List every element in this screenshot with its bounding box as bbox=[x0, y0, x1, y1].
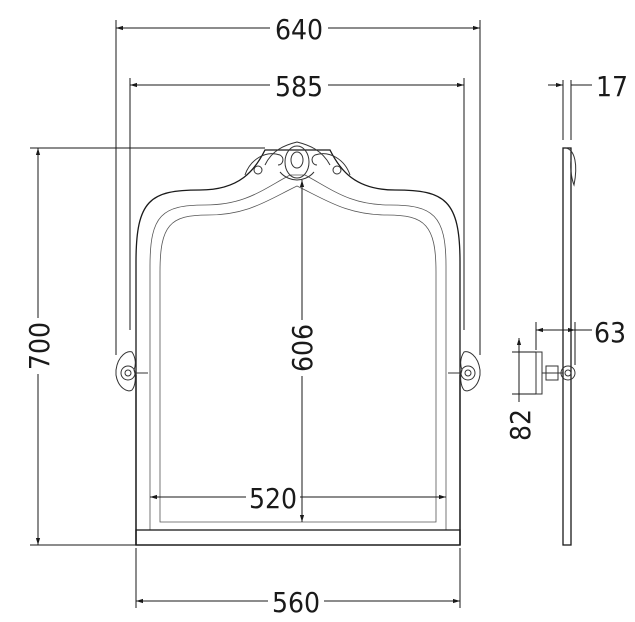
bracket-right-icon bbox=[448, 351, 481, 392]
mirror-frame-outer bbox=[135, 149, 461, 546]
dim-glass-width: 520 bbox=[249, 482, 297, 515]
dim-overall-height: 700 bbox=[23, 322, 56, 370]
dim-inner-width: 585 bbox=[275, 70, 323, 103]
bracket-left-icon bbox=[115, 351, 148, 392]
crest-ornament-icon bbox=[244, 141, 351, 181]
dim-mirror-height: 606 bbox=[286, 324, 319, 372]
side-profile-body bbox=[562, 147, 572, 546]
label-bg bbox=[268, 586, 324, 616]
dim-depth: 17 bbox=[596, 70, 628, 103]
mirror-frame-inner bbox=[149, 174, 447, 531]
side-bracket-icon bbox=[535, 351, 576, 395]
label-bg bbox=[22, 318, 54, 374]
side-view: 17 63 82 bbox=[504, 70, 628, 546]
dim-bracket-projection: 63 bbox=[594, 316, 626, 349]
label-bg bbox=[270, 70, 328, 100]
dim-bracket-height: 82 bbox=[504, 409, 537, 441]
label-bg bbox=[286, 320, 318, 376]
mirror-base-bar bbox=[135, 529, 461, 546]
front-view: 640 585 700 606 520 560 bbox=[22, 12, 481, 619]
label-bg bbox=[246, 482, 300, 512]
dim-overall-width: 640 bbox=[275, 13, 323, 46]
label-bg bbox=[505, 402, 535, 448]
dim-base-width: 560 bbox=[272, 586, 320, 619]
side-crest-profile bbox=[565, 147, 577, 187]
mirror-bevel bbox=[159, 185, 437, 523]
label-bg bbox=[270, 12, 328, 42]
